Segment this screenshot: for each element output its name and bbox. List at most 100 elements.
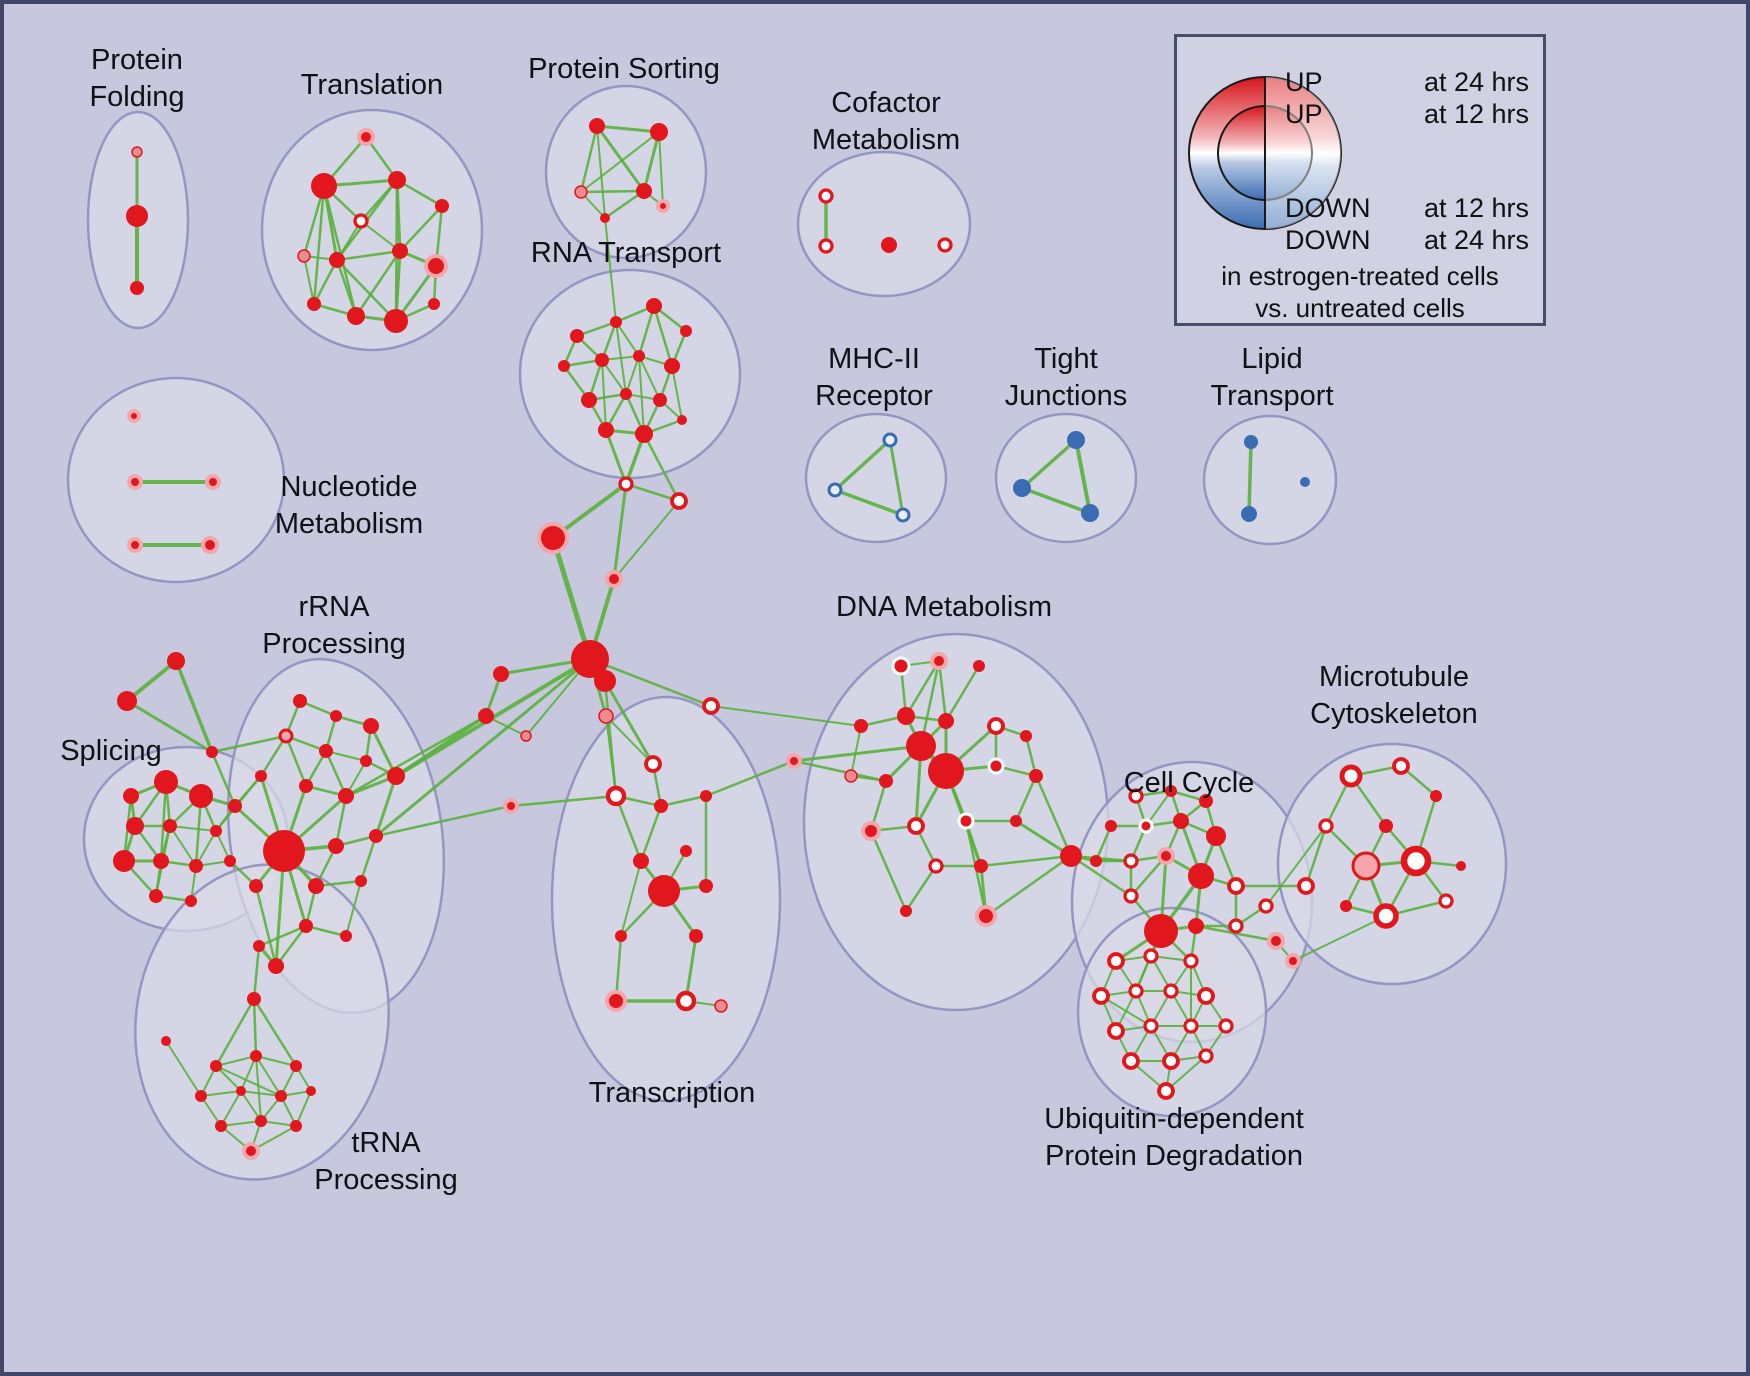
node-ch4 [605, 570, 623, 588]
node-ub1 [1107, 952, 1125, 970]
node-mh1 [882, 432, 898, 448]
cluster-label-tight-junctions-line1: Tight [1034, 343, 1097, 375]
node-dm7 [906, 731, 936, 761]
edge-ft3-sp4 [210, 750, 237, 808]
edge-tc4-tc6 [639, 804, 663, 863]
node-sp6 [163, 819, 177, 833]
node-rr2 [330, 710, 342, 722]
edge-ps1-ps4 [595, 124, 646, 193]
node-rt4 [680, 325, 692, 337]
node-dm19 [928, 858, 944, 874]
node-br3 [503, 798, 519, 814]
cluster-label-tight-junctions-line2: Junctions [1005, 380, 1128, 412]
edge-rr4-rr8 [259, 734, 288, 778]
node-tc3 [605, 785, 627, 807]
edge-dm18-dm14 [1014, 774, 1038, 823]
node-cc8 [1090, 855, 1102, 867]
cluster-cofactor-metabolism [796, 150, 972, 298]
node-mc3 [1430, 790, 1442, 802]
edge-rt7-rt13 [638, 355, 645, 435]
edge-cc12-cc13 [1069, 854, 1133, 898]
edge-sp6-sp10 [169, 825, 197, 867]
node-nm1 [127, 409, 141, 423]
node-rr9 [299, 779, 313, 793]
node-dm20 [974, 859, 988, 873]
node-ps4 [636, 183, 652, 199]
edge-tr8-tr11 [354, 249, 402, 318]
edge-tn4-tn7 [240, 1055, 257, 1092]
cluster-label-cofactor-metabolism-line1: Cofactor [831, 87, 941, 119]
edge-rt3-rt7 [637, 304, 656, 358]
cluster-label-trna-processing-line2: Processing [314, 1164, 457, 1196]
node-cc10 [1157, 847, 1175, 865]
node-ub15 [1157, 1082, 1175, 1100]
node-tc8 [648, 875, 680, 907]
edge-tj2-tj3 [1020, 486, 1092, 515]
node-sp13 [185, 895, 197, 907]
node-dm10 [1020, 730, 1032, 742]
edge-rt8-rt14 [671, 365, 683, 421]
cluster-lipid-transport [1202, 414, 1338, 546]
node-dm11 [844, 769, 858, 783]
edge-rr14-rr19 [254, 884, 278, 968]
legend-down-12-time: at 12 hrs [1423, 193, 1529, 223]
edge-dm2-dm5 [904, 659, 941, 718]
edge-br3-tc3 [509, 794, 618, 808]
node-cc2 [1165, 785, 1177, 797]
node-ub10 [1183, 1018, 1199, 1034]
node-tc1 [598, 708, 614, 724]
cluster-label-splicing-line1: Splicing [60, 735, 162, 767]
node-cf2 [818, 238, 834, 254]
ring-right-fade [1265, 77, 1341, 229]
node-dm4 [854, 719, 868, 733]
node-mc12 [1456, 861, 1466, 871]
node-dm22 [975, 905, 997, 927]
node-sp11 [224, 855, 236, 867]
node-tc5 [700, 790, 712, 802]
edge-rt13-ch2 [642, 432, 681, 503]
node-ub5 [1128, 983, 1144, 999]
edge-mh1-mh2 [833, 438, 892, 492]
node-ub2 [1143, 948, 1159, 964]
node-cc16 [1188, 918, 1204, 934]
node-tn6 [195, 1090, 207, 1102]
node-tn12 [290, 1120, 302, 1132]
node-tc9 [699, 879, 713, 893]
cluster-label-cofactor-metabolism-line2: Metabolism [812, 124, 960, 156]
node-ub4 [1092, 987, 1110, 1005]
node-tr12 [384, 309, 408, 333]
node-tn8 [275, 1090, 287, 1102]
edge-tn3-tn8 [215, 1065, 282, 1097]
node-ft1 [167, 652, 185, 670]
legend-down-24-label: DOWN [1285, 225, 1371, 255]
node-mc1 [1339, 764, 1363, 788]
edge-tn0-tn1 [252, 944, 261, 1001]
node-rr7 [387, 767, 405, 785]
edge-cc4-cc8 [1094, 824, 1113, 863]
legend-up-24-label: UP [1285, 67, 1323, 97]
legend-row-up-12: UP at 12 hrs [1285, 99, 1529, 130]
node-tr2 [311, 173, 337, 199]
node-tc2 [644, 755, 662, 773]
node-sp1 [123, 788, 139, 804]
edge-tc1-tc2 [605, 715, 654, 765]
node-rt8 [664, 358, 680, 374]
node-tn3 [210, 1060, 222, 1072]
edge-ft2-ft3 [125, 699, 214, 754]
node-dm6 [938, 713, 954, 729]
node-rr3 [363, 718, 379, 734]
legend-box: UP at 24 hrs UP at 12 hrs DOWN at 12 hrs… [1174, 34, 1546, 326]
node-rr16 [355, 875, 367, 887]
edge-tn3-tn4 [215, 1055, 257, 1067]
cluster-label-translation-line1: Translation [301, 69, 443, 101]
node-br2 [1285, 953, 1301, 969]
node-tj2 [1013, 479, 1031, 497]
node-nm4 [127, 537, 143, 553]
node-lt1 [1244, 435, 1258, 449]
node-ub9 [1143, 1018, 1159, 1034]
edge-tn1-tn5 [252, 997, 298, 1068]
node-tn11 [255, 1115, 267, 1127]
node-cc13 [1123, 888, 1139, 904]
